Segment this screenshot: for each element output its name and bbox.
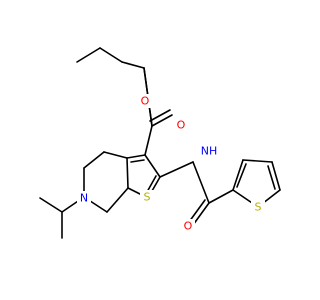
bond — [103, 151, 128, 159]
atom-labels: O O NH S N O S — [77, 94, 265, 233]
oxygen-atom-label: O — [141, 95, 150, 108]
bond — [146, 175, 157, 193]
bond — [130, 159, 145, 163]
bond — [144, 125, 153, 156]
bond — [236, 163, 247, 188]
bond — [76, 47, 101, 63]
bond — [39, 197, 63, 213]
bond — [188, 199, 206, 223]
bond — [83, 151, 105, 169]
bond — [208, 189, 234, 204]
bond — [232, 159, 244, 191]
oxygen-atom-label: O — [177, 119, 186, 132]
bond — [242, 159, 273, 163]
bond — [126, 154, 146, 159]
atom-label-bg — [251, 200, 265, 214]
atom-label-bg — [174, 118, 188, 132]
bond — [106, 187, 129, 213]
sulfur-atom-label: S — [255, 201, 262, 214]
sulfur-atom-label: S — [144, 191, 151, 204]
bonds — [39, 47, 281, 239]
molecule-structure: O O NH S N O S — [39, 47, 281, 239]
bond — [121, 61, 145, 69]
bond — [126, 157, 129, 189]
bond — [149, 109, 171, 122]
bond — [192, 161, 210, 204]
bond — [151, 114, 173, 127]
atom-label-bg — [181, 219, 195, 233]
nh-atom-label: NH — [201, 145, 218, 158]
bond — [159, 161, 194, 178]
atom-label-bg — [138, 94, 152, 108]
atom-label-bg — [140, 190, 154, 204]
atom-label-bg — [199, 144, 219, 158]
bond — [144, 154, 161, 178]
oxygen-atom-label: O — [184, 220, 193, 233]
nitrogen-atom-label: N — [80, 192, 88, 205]
bond — [267, 165, 276, 190]
bond — [271, 161, 281, 191]
bond — [192, 202, 210, 226]
bond — [99, 47, 123, 63]
atom-label-bg — [77, 191, 91, 205]
